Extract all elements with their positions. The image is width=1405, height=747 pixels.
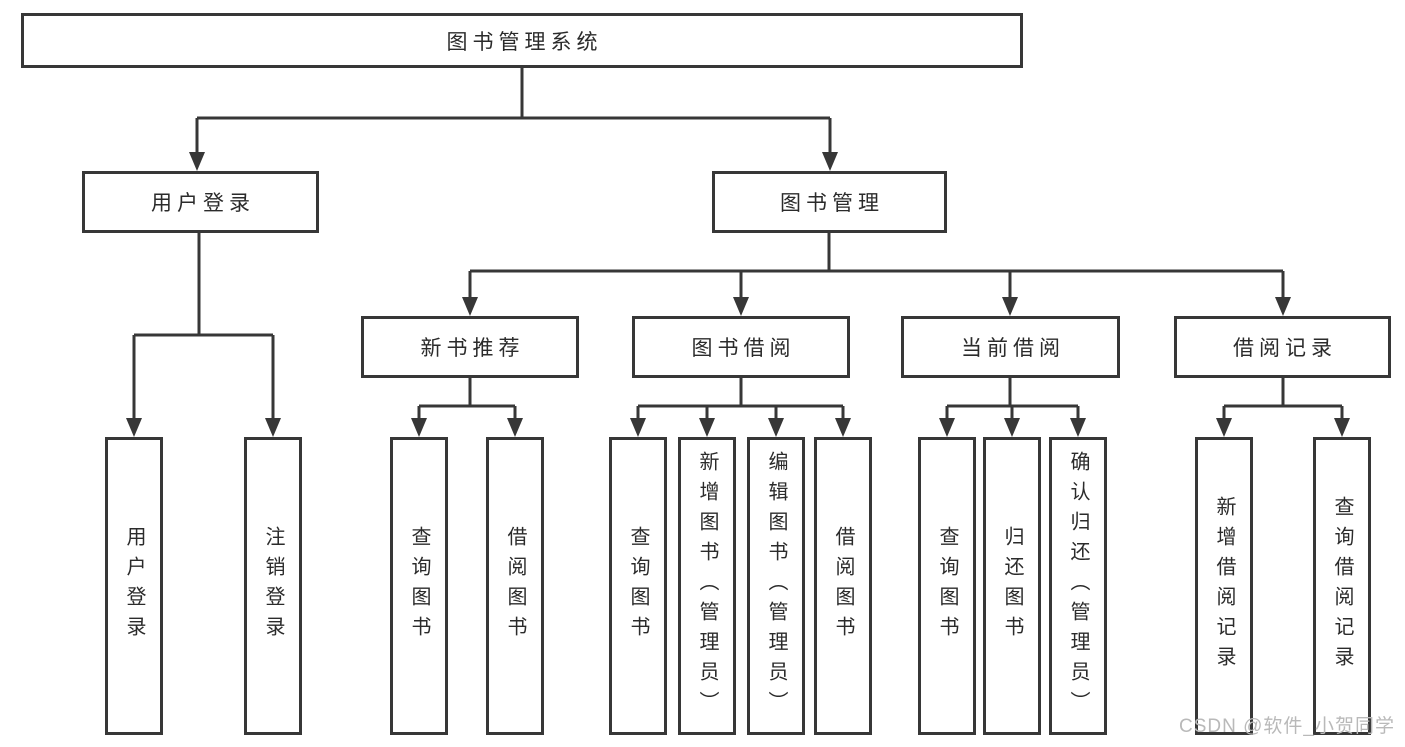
leaf-query-books-1: 查询图书 — [390, 437, 448, 735]
leaf-query-books-2: 查询图书 — [609, 437, 667, 735]
leaf-label: 查询图书 — [408, 526, 430, 646]
node-library-management-system: 图书管理系统 — [21, 13, 1023, 68]
leaf-label: 归还图书 — [1001, 526, 1023, 646]
node-label: 新书推荐 — [420, 337, 525, 360]
leaf-user-login: 用户登录 — [105, 437, 163, 735]
node-new-book-recommend: 新书推荐 — [361, 316, 579, 378]
leaf-label: 新增借阅记录 — [1213, 496, 1235, 676]
leaf-query-books-3: 查询图书 — [918, 437, 976, 735]
watermark: CSDN @软件_小贺同学 — [1179, 716, 1395, 737]
node-label: 当前借阅 — [961, 337, 1065, 360]
connector-user-login — [132, 233, 275, 421]
leaf-add-borrow-record: 新增借阅记录 — [1195, 437, 1253, 735]
leaf-label: 查询借阅记录 — [1331, 496, 1353, 676]
node-borrow-record: 借阅记录 — [1174, 316, 1391, 378]
connector-book-borrow — [636, 378, 845, 421]
connector-book-management — [468, 233, 1285, 300]
connector-new-book-recommend — [417, 378, 517, 421]
leaf-add-books-admin: 新增图书（管理员） — [678, 437, 736, 735]
arrowheads — [126, 152, 1350, 437]
connector-borrow-record — [1222, 378, 1344, 421]
node-book-borrow: 图书借阅 — [632, 316, 850, 378]
leaf-borrow-books-1: 借阅图书 — [486, 437, 544, 735]
leaf-return-books: 归还图书 — [983, 437, 1041, 735]
leaf-label: 借阅图书 — [832, 526, 854, 646]
connector-root — [195, 68, 832, 155]
connector-current-borrow — [945, 378, 1080, 421]
leaf-label: 用户登录 — [123, 526, 145, 646]
leaf-query-borrow-record: 查询借阅记录 — [1313, 437, 1371, 735]
leaf-logout: 注销登录 — [244, 437, 302, 735]
leaf-label: 借阅图书 — [504, 526, 526, 646]
leaf-borrow-books-2: 借阅图书 — [814, 437, 872, 735]
leaf-label: 确认归还（管理员） — [1067, 451, 1089, 721]
node-user-login: 用户登录 — [82, 171, 319, 233]
leaf-label: 注销登录 — [262, 526, 284, 646]
node-book-management: 图书管理 — [712, 171, 947, 233]
leaf-confirm-return-admin: 确认归还（管理员） — [1049, 437, 1107, 735]
node-current-borrow: 当前借阅 — [901, 316, 1120, 378]
node-label: 图书借阅 — [691, 337, 796, 360]
leaf-label: 编辑图书（管理员） — [765, 451, 787, 721]
leaf-edit-books-admin: 编辑图书（管理员） — [747, 437, 805, 735]
node-label: 图书管理 — [780, 192, 884, 215]
leaf-label: 新增图书（管理员） — [696, 451, 718, 721]
node-label: 图书管理系统 — [446, 30, 603, 54]
node-label: 借阅记录 — [1233, 337, 1337, 360]
leaf-label: 查询图书 — [627, 526, 649, 646]
leaf-label: 查询图书 — [936, 526, 958, 646]
node-label: 用户登录 — [151, 192, 255, 215]
